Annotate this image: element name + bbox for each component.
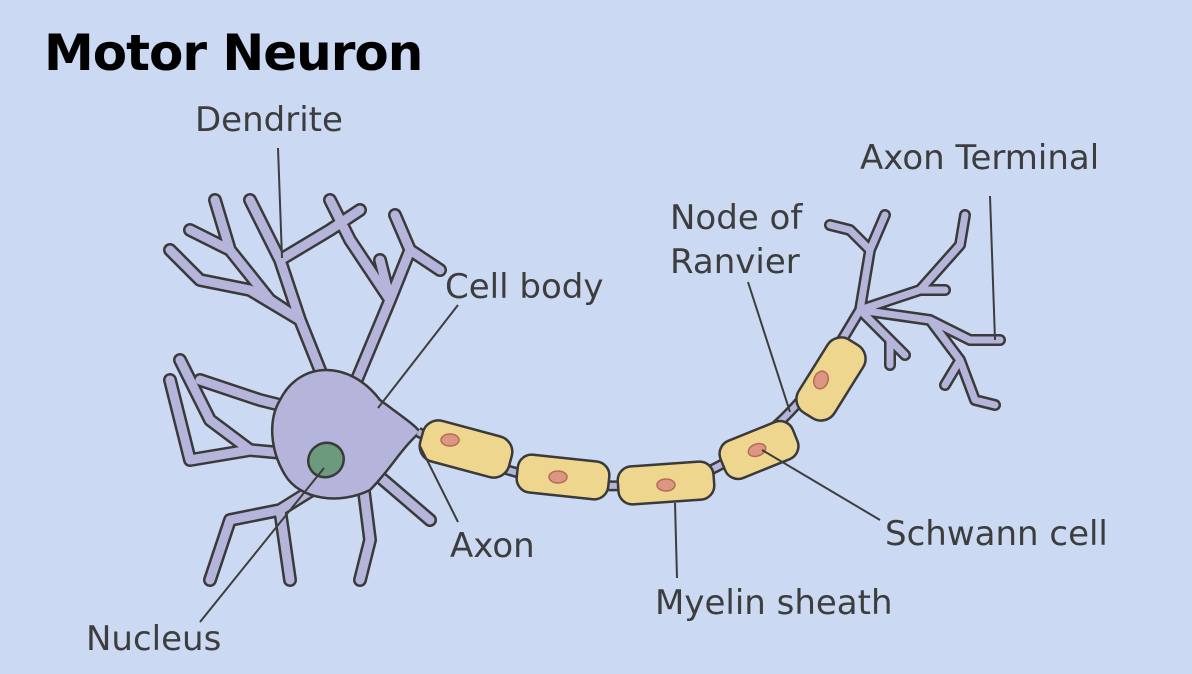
node-of-ranvier-leader	[747, 281, 791, 413]
label-axon-terminal: Axon Terminal	[860, 138, 1100, 178]
nucleus	[306, 441, 346, 479]
label-node-of-ranvier-1: Node of	[670, 198, 803, 238]
label-axon: Axon	[450, 526, 535, 566]
myelin-sheath-leader	[674, 502, 678, 579]
label-schwann-cell: Schwann cell	[885, 514, 1108, 554]
axon-leader	[419, 445, 459, 523]
dendrites	[163, 193, 447, 587]
cell-body	[271, 368, 422, 500]
dendrite-leader	[277, 147, 283, 259]
label-node-of-ranvier-2: Ranvier	[670, 242, 800, 282]
schwann-cell	[795, 336, 867, 422]
label-cell-body: Cell body	[445, 267, 604, 307]
schwann-cell	[418, 419, 514, 479]
cell-body-leader	[377, 304, 459, 409]
schwann-nuclei	[440, 370, 830, 492]
label-myelin-sheath: Myelin sheath	[655, 583, 893, 623]
nucleus-leader	[199, 467, 325, 623]
axon-terminal	[824, 209, 1006, 411]
myelin-sheath	[418, 336, 867, 506]
page-title: Motor Neuron	[44, 24, 423, 82]
leader-lines	[199, 147, 996, 623]
label-nucleus: Nucleus	[86, 619, 222, 659]
schwann-cell-leader	[761, 449, 881, 521]
label-dendrite: Dendrite	[195, 100, 343, 140]
axon-terminal-leader	[989, 195, 996, 341]
